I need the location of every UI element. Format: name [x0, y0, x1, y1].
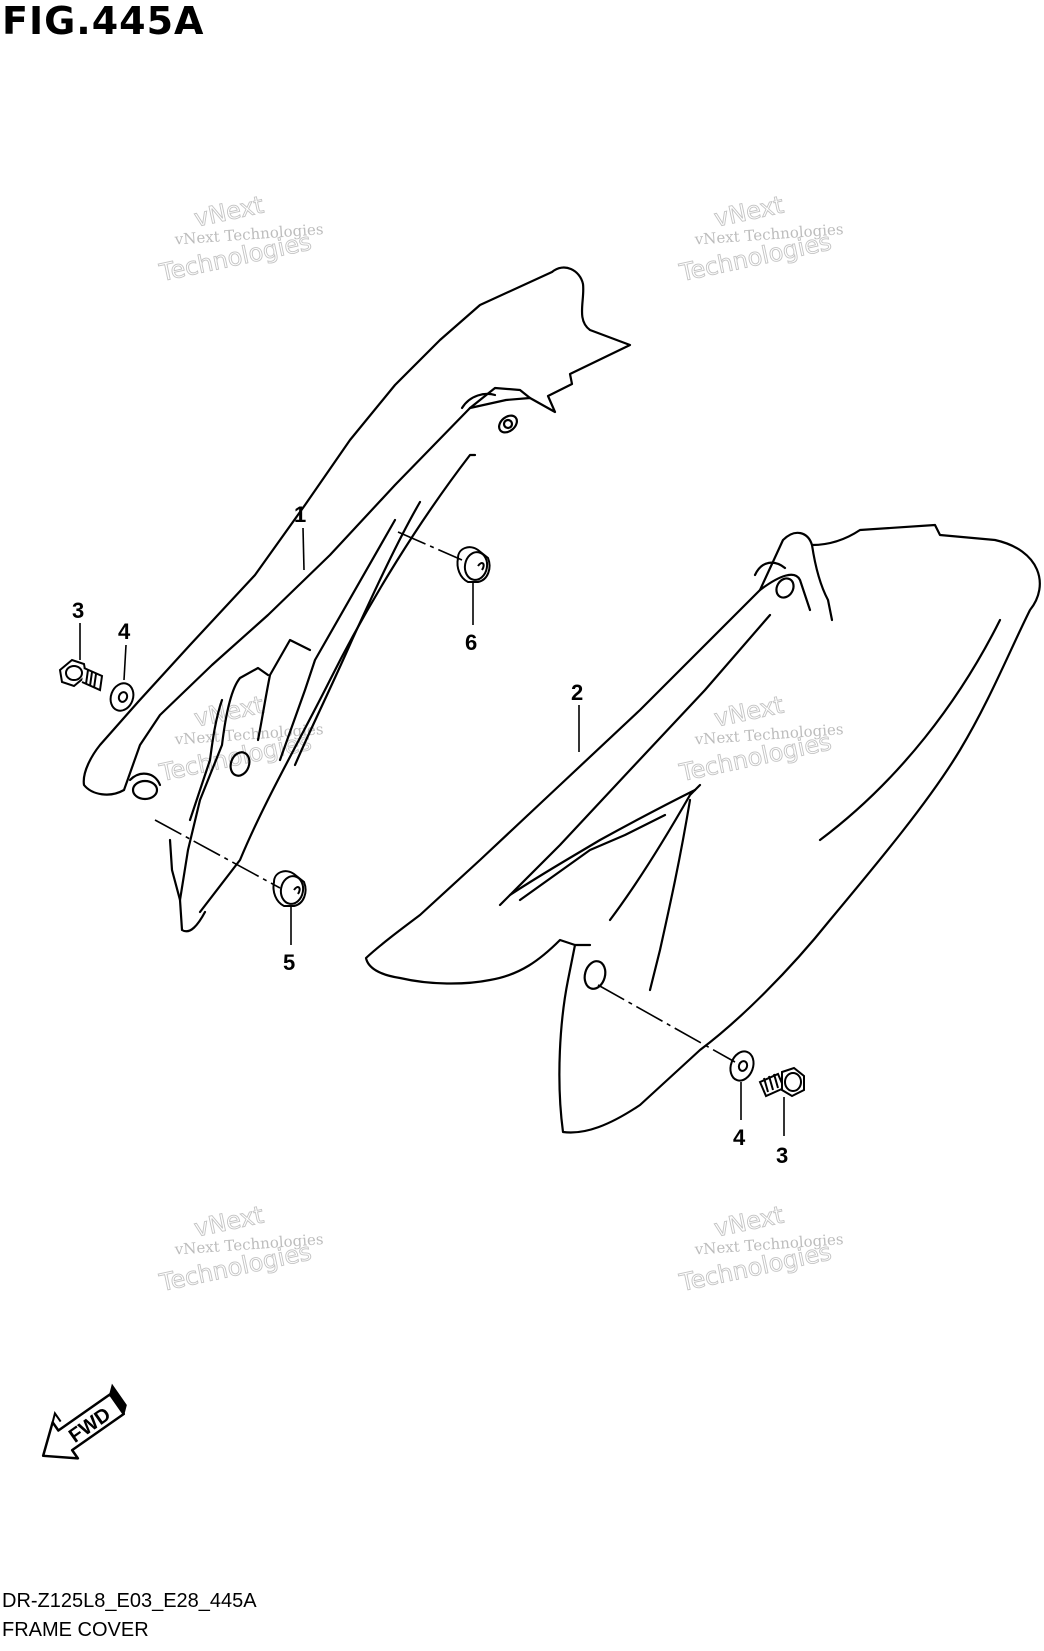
- bolt-left-icon: [58, 658, 104, 692]
- callout-3-right: 3: [776, 1143, 788, 1168]
- grommet-lower-icon: [272, 870, 307, 907]
- callout-4-left: 4: [118, 619, 131, 644]
- assembly-lines: [154, 531, 736, 1063]
- watermark-middle-right: vNext vNext Technologies Technologies: [676, 690, 844, 787]
- callout-4-right: 4: [733, 1125, 746, 1150]
- callout-6: 6: [465, 630, 477, 655]
- grommet-upper-icon: [456, 546, 491, 583]
- washer-right-icon: [729, 1050, 755, 1082]
- callout-5: 5: [283, 950, 295, 975]
- leader-lines: [79, 527, 785, 1136]
- frame-cover-left: [82, 266, 632, 933]
- frame-cover-right: [364, 523, 1041, 1134]
- watermark-bottom-left: vNext vNext Technologies Technologies: [156, 1200, 324, 1297]
- callout-3-left: 3: [72, 598, 84, 623]
- callout-2: 2: [571, 680, 583, 705]
- section-name: FRAME COVER: [2, 1619, 149, 1641]
- watermark-top-right: vNext vNext Technologies Technologies: [676, 190, 844, 287]
- watermark-top-left: vNext vNext Technologies Technologies: [156, 190, 324, 287]
- figure-title: FIG.445A: [2, 0, 205, 43]
- washer-left-icon: [109, 682, 135, 712]
- model-code: DR-Z125L8_E03_E28_445A: [2, 1590, 257, 1612]
- watermark-bottom-right: vNext vNext Technologies Technologies: [676, 1200, 844, 1297]
- bolt-right-icon: [758, 1066, 805, 1098]
- forward-direction-arrow-icon: FWD: [41, 1383, 127, 1460]
- callout-1: 1: [294, 502, 306, 527]
